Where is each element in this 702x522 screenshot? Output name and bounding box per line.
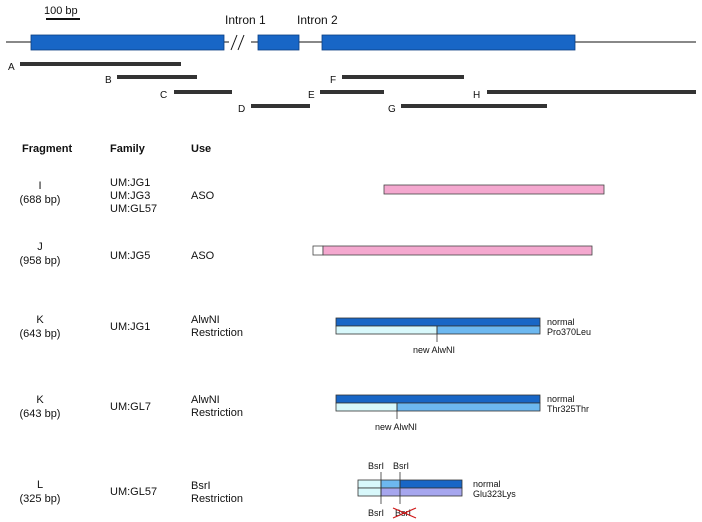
header-fragment: Fragment [22, 143, 72, 155]
normal-bar-left [357, 479, 382, 489]
normal-label: normal [547, 394, 575, 404]
family: UM:GL7 [110, 401, 151, 413]
fragment-name: I [38, 180, 41, 192]
row-k-2: K (643 bp) UM:GL7 AlwNI Restriction new … [20, 394, 590, 432]
fragment-size: (643 bp) [20, 408, 61, 420]
normal-bar [335, 317, 541, 327]
header-family: Family [110, 143, 146, 155]
site-label: new AlwNI [375, 422, 417, 432]
mutant-bar-left [335, 325, 438, 335]
fragment-label-e: E [308, 90, 315, 101]
fragment-bar-a [20, 62, 181, 66]
gene-map: Intron 1 Intron 2 A B C D E F G H [6, 13, 696, 115]
fragment-label-h: H [473, 90, 480, 101]
fragment-size: (643 bp) [20, 328, 61, 340]
row-k-1: K (643 bp) UM:JG1 AlwNI Restriction new … [20, 314, 592, 355]
break-gap [229, 35, 251, 50]
fragment-bar-e [320, 90, 384, 94]
family: UM:JG5 [110, 250, 150, 262]
site-label-bottom: BsrI [368, 508, 384, 518]
site-label-top: BsrI [393, 461, 409, 471]
row-i: I (688 bp) UM:JG1 UM:JG3 UM:GL57 ASO [20, 177, 605, 215]
fragment-label-c: C [160, 90, 167, 101]
exon-2 [257, 34, 300, 51]
fragment-label-g: G [388, 104, 396, 115]
exon-1 [30, 34, 225, 51]
normal-bar-mid [380, 479, 401, 489]
fragment-size: (688 bp) [20, 194, 61, 206]
use: BsrI [191, 480, 211, 492]
row-l: L (325 bp) UM:GL57 BsrI Restriction BsrI… [20, 461, 516, 519]
use: ASO [191, 250, 215, 262]
family: UM:JG1 [110, 177, 150, 189]
site-label: new AlwNI [413, 345, 455, 355]
row-j: J (958 bp) UM:JG5 ASO [20, 241, 593, 267]
mutant-label: Pro370Leu [547, 327, 591, 337]
fragment-bar-d [251, 104, 310, 108]
scale-bar-label: 100 bp [44, 5, 78, 17]
intron-2-label: Intron 2 [297, 13, 338, 27]
fragment-size: (325 bp) [20, 493, 61, 505]
aso-bar-prefix [312, 245, 324, 256]
fragment-name: K [36, 394, 44, 406]
fragment-label-b: B [105, 75, 112, 86]
use: AlwNI [191, 394, 220, 406]
use: Restriction [191, 327, 243, 339]
family: UM:JG1 [110, 321, 150, 333]
fragment-label-d: D [238, 104, 245, 115]
normal-bar [335, 394, 541, 404]
mutant-bar-right [380, 487, 463, 497]
fragment-label-f: F [330, 75, 336, 86]
family: UM:GL57 [110, 203, 157, 215]
family: UM:GL57 [110, 486, 157, 498]
header-use: Use [191, 143, 211, 155]
normal-label: normal [473, 479, 501, 489]
fragment-bar-h [487, 90, 696, 94]
fragment-name: K [36, 314, 44, 326]
mutant-label: Glu323Lys [473, 489, 516, 499]
intron-1-label: Intron 1 [225, 13, 266, 27]
normal-bar-right [399, 479, 463, 489]
use: ASO [191, 190, 215, 202]
use: AlwNI [191, 314, 220, 326]
mutant-bar-left [335, 402, 398, 412]
mutant-bar-right [436, 325, 541, 335]
strike-mark [392, 507, 417, 519]
aso-bar [322, 245, 593, 256]
exon-3 [321, 34, 576, 51]
family: UM:JG3 [110, 190, 150, 202]
fragment-name: J [37, 241, 43, 253]
fragment-bar-f [342, 75, 464, 79]
break-mark-1 [230, 34, 238, 51]
use: Restriction [191, 407, 243, 419]
mutant-label: Thr325Thr [547, 404, 589, 414]
aso-bar [383, 184, 605, 195]
normal-label: normal [547, 317, 575, 327]
site-label-top: BsrI [368, 461, 384, 471]
use: Restriction [191, 493, 243, 505]
fragment-bar-b [117, 75, 197, 79]
fragment-bar-g [401, 104, 547, 108]
fragment-size: (958 bp) [20, 255, 61, 267]
fragment-label-a: A [8, 62, 15, 73]
mutant-bar-right [396, 402, 541, 412]
break-mark-2 [237, 34, 245, 51]
fragment-bar-c [174, 90, 232, 94]
mutant-bar-left [357, 487, 382, 497]
fragment-name: L [37, 479, 43, 491]
